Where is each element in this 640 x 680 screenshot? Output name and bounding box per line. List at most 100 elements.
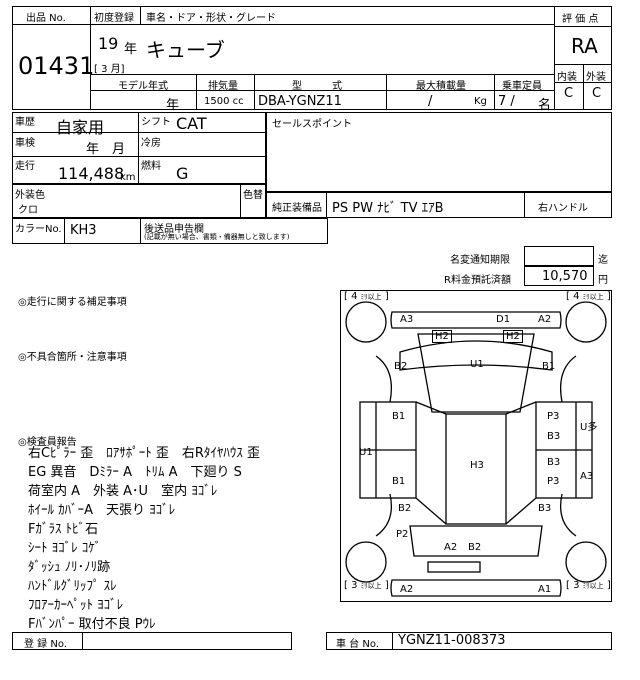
damage-mark: B3: [547, 457, 561, 468]
displacement-label: 排気量: [208, 81, 238, 92]
report-line: ﾀﾞｯｼｭ ﾉﾘ･ﾉﾘ跡: [28, 560, 111, 575]
damage-mark: P3: [547, 476, 560, 487]
defects-label: ◎不具合箇所・注意事項: [18, 352, 127, 363]
evaluation-label: 評 価 点: [562, 14, 599, 25]
tire-depth-rear-left: [ 3 ﾐﾘ以上 ]: [344, 580, 389, 591]
damage-mark: B2: [468, 542, 482, 553]
damage-mark: U1: [359, 447, 373, 458]
damage-mark: A2: [538, 314, 552, 325]
mileage-unit: km: [120, 172, 136, 183]
first-registration-label: 初度登録: [94, 13, 134, 24]
reg-month: [ 3 月]: [94, 64, 125, 75]
capacity-value: 7 /: [498, 94, 515, 109]
lot-label: 出品 No.: [26, 13, 66, 24]
damage-mark: B3: [547, 431, 561, 442]
tire-rear-right: [565, 541, 607, 583]
report-line: ﾊﾝﾄﾞﾙｸﾞﾘｯﾌﾟ ｽﾚ: [28, 579, 117, 594]
car-diagram-frame: [340, 290, 612, 602]
exterior-grade: C: [592, 86, 602, 101]
damage-mark: A2: [444, 542, 458, 553]
exterior-label: 外装: [586, 72, 606, 83]
color-no-value: KH3: [70, 223, 97, 238]
damage-mark: U1: [470, 359, 484, 370]
docs-note: (記載が無い場合、書類・備器無しと致します): [144, 233, 290, 241]
report-line: Fｶﾞﾗｽ ﾄﾋﾞ石: [28, 522, 99, 537]
transfer-deadline-label: 名変通知期限: [450, 255, 510, 266]
displacement-value: 1500 cc: [204, 96, 244, 107]
damage-mark: H2: [432, 330, 452, 343]
car-outline-diagram: [345, 301, 607, 597]
damage-mark: B1: [542, 361, 556, 372]
tire-depth-rear-right: [ 3 ﾐﾘ以上 ]: [566, 580, 611, 591]
supplement-label: ◎走行に関する補足事項: [18, 297, 127, 308]
report-line: EG 異音 Dﾐﾗｰ A ﾄﾘﾑ A 下廻り S: [28, 465, 242, 480]
capacity-label: 乗車定員: [502, 81, 542, 92]
details-frame: [12, 112, 266, 184]
damage-mark: D1: [496, 314, 511, 325]
evaluation-score: RA: [571, 34, 598, 58]
report-line: 右Cﾋﾟﾗｰ 歪 ﾛｱｻﾎﾟｰﾄ 歪 右Rﾀｲﾔﾊｳｽ 歪: [28, 446, 261, 461]
color-frame: [12, 184, 266, 218]
report-line: 荷室内 A 外装 A･U 室内 ﾖｺﾞﾚ: [28, 484, 218, 499]
recycle-fee-amount: 10,570: [542, 269, 588, 284]
history-value: 自家用: [56, 118, 105, 137]
transfer-deadline-box: [524, 246, 594, 266]
color-value: クロ: [18, 205, 38, 216]
transfer-deadline-suffix: 迄: [598, 255, 608, 266]
damage-mark: A3: [400, 314, 414, 325]
shift-label: シフト: [141, 117, 171, 128]
equipment-frame: [266, 192, 612, 218]
inspection-label: 車検: [15, 138, 35, 149]
steering-value: 右ハンドル: [538, 203, 588, 214]
car-name-label: 車名・ドア・形状・グレード: [146, 13, 276, 24]
history-label: 車歴: [15, 117, 35, 128]
car-name: キューブ: [146, 38, 225, 62]
inspection-value: 年 月: [86, 142, 126, 157]
damage-mark: A2: [400, 584, 414, 595]
damage-mark: A3: [580, 471, 594, 482]
report-line: ﾌﾛｱｰｶｰﾍﾟｯﾄ ﾖｺﾞﾚ: [28, 598, 124, 613]
mileage-label: 走行: [15, 161, 35, 172]
tire-depth-front-right: [ 4 ﾐﾘ以上 ]: [566, 291, 611, 302]
docs-label: 後送品申告欄: [144, 224, 204, 235]
max-load-label: 最大積載量: [416, 81, 466, 92]
lot-number: 01431: [18, 52, 95, 80]
damage-mark: B1: [392, 411, 406, 422]
interior-grade: C: [564, 86, 574, 101]
tire-rear-left: [345, 541, 387, 583]
equipment-value: PS PW ﾅﾋﾞ TV ｴｱB: [332, 201, 444, 216]
damage-mark: A1: [538, 584, 552, 595]
recycle-fee-unit: 円: [598, 275, 608, 286]
chassis-no-value: YGNZ11-008373: [398, 633, 506, 648]
damage-mark: B2: [394, 361, 408, 372]
damage-mark: U多: [580, 422, 598, 433]
interior-label: 内装: [557, 72, 577, 83]
inspector-report: 右Cﾋﾟﾗｰ 歪 ﾛｱｻﾎﾟｰﾄ 歪 右Rﾀｲﾔﾊｳｽ 歪 EG 異音 Dﾐﾗｰ…: [28, 444, 260, 634]
tire-front-left: [345, 301, 387, 343]
damage-mark: H3: [470, 460, 484, 471]
header-frame: [12, 6, 612, 110]
report-line: Fﾊﾞﾝﾊﾟｰ 取付不良 Pｳﾚ: [28, 617, 156, 632]
sales-point-label: セールスポイント: [272, 119, 352, 130]
sales-point-box: [266, 112, 612, 192]
damage-mark: H2: [503, 330, 523, 343]
damage-mark: B1: [392, 476, 406, 487]
report-line: ｼｰﾄ ﾖｺﾞﾚ ｺｹﾞ: [28, 541, 102, 556]
fuel-label: 燃料: [141, 161, 161, 172]
registration-no-label: 登 録 No.: [24, 639, 67, 650]
ac-label: 冷房: [141, 138, 161, 149]
damage-mark: P3: [547, 411, 560, 422]
damage-mark: B3: [538, 503, 552, 514]
model-year-label: モデル年式: [118, 81, 168, 92]
mileage-value: 114,488: [58, 164, 125, 183]
max-load-unit: Kg: [474, 96, 487, 107]
equipment-label: 純正装備品: [272, 203, 322, 214]
reg-year: 19: [98, 34, 119, 53]
reg-year-unit: 年: [124, 42, 138, 57]
color-change-label: 色替: [243, 190, 263, 201]
color-label: 外装色: [15, 190, 45, 201]
fuel-value: G: [176, 164, 189, 183]
capacity-unit: 名: [538, 98, 552, 113]
inspector-label: ◎検査員報告: [18, 437, 77, 448]
tire-depth-front-left: [ 4 ﾐﾘ以上 ]: [344, 291, 389, 302]
